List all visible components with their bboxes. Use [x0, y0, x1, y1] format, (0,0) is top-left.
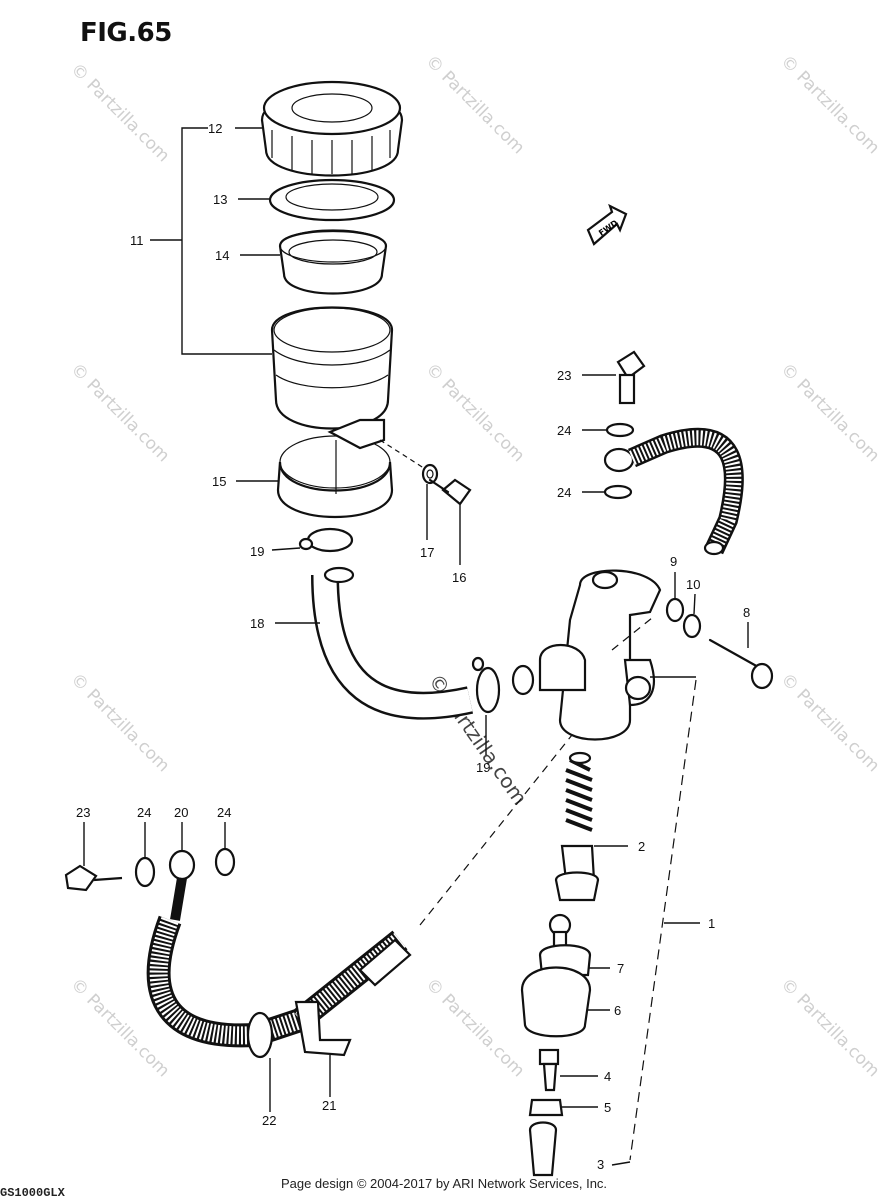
- callout-19: 19: [250, 544, 264, 559]
- callout-20: 20: [174, 805, 188, 820]
- callout-11: 11: [130, 233, 144, 248]
- callout-15: 15: [212, 474, 226, 489]
- watermark-text: © Partzilla.com: [66, 359, 173, 466]
- washer-17: [421, 463, 439, 485]
- model-code: GS1000GLX: [0, 1186, 65, 1200]
- callout-24: 24: [137, 805, 151, 820]
- gasket-upper-a: [605, 422, 635, 438]
- reservoir-hose: [311, 566, 474, 720]
- watermark-text: © Partzilla.com: [776, 974, 883, 1081]
- callout-5: 5: [604, 1100, 611, 1115]
- callout-22: 22: [262, 1113, 276, 1128]
- union-bolt-lower: [64, 864, 123, 892]
- front-arrow-icon: FWD: [586, 203, 628, 246]
- watermark-text: © Partzilla.com: [421, 974, 528, 1081]
- callout-2: 2: [638, 839, 645, 854]
- figure-title: FIG.65: [80, 18, 172, 48]
- callout-3: 3: [597, 1157, 604, 1172]
- brake-hose-lower: [146, 915, 412, 1059]
- watermark-text: © Partzilla.com: [776, 669, 883, 776]
- brake-hose-upper: [603, 428, 744, 556]
- callout-16: 16: [452, 570, 466, 585]
- callout-21: 21: [322, 1098, 336, 1113]
- gasket-lower-a: [134, 856, 156, 888]
- reservoir-body: [270, 306, 394, 430]
- clamp-21: [294, 1000, 352, 1057]
- callout-18: 18: [250, 616, 264, 631]
- watermark-layer: © Partzilla.com © Partzilla.com © Partzi…: [66, 51, 883, 1081]
- watermark-text: © Partzilla.com: [776, 51, 883, 158]
- bolt-8: [708, 638, 774, 690]
- piston-2: [554, 844, 600, 902]
- gasket-lower-b: [214, 847, 236, 877]
- copyright-footer: Page design © 2004-2017 by ARI Network S…: [280, 1176, 608, 1191]
- boot-6: [520, 966, 592, 1038]
- assembly-line: [419, 734, 573, 926]
- callout-24: 24: [557, 485, 571, 500]
- watermark-text: © Partzilla.com: [66, 59, 173, 166]
- nut-5: [528, 1098, 564, 1117]
- gasket-upper-b: [603, 484, 633, 500]
- callout-labels: 12 13 11 14 15 17 16 19 18 19 23 24 24 9…: [76, 121, 750, 1172]
- callout-19: 19: [476, 760, 490, 775]
- reservoir-holder: [276, 418, 431, 519]
- hose-clamp-upper: [298, 527, 354, 553]
- watermark-text: © Partzilla.com: [776, 359, 883, 466]
- leader-lines: [83, 127, 749, 1166]
- callout-24: 24: [557, 423, 571, 438]
- washer-9: [665, 597, 685, 623]
- callout-9: 9: [670, 554, 677, 569]
- callout-7: 7: [617, 961, 624, 976]
- clevis-3: [528, 1121, 558, 1177]
- watermark-text: © Partzilla.com: [421, 359, 528, 466]
- washer-10: [682, 613, 702, 639]
- callout-12: 12: [208, 121, 222, 136]
- watermark-text: © Partzilla.com: [421, 51, 528, 158]
- callout-6: 6: [614, 1003, 621, 1018]
- nut-4: [538, 1048, 560, 1092]
- reservoir-cap: [260, 80, 404, 177]
- callout-23: 23: [557, 368, 571, 383]
- callout-8: 8: [743, 605, 750, 620]
- banjo-20: [168, 849, 196, 921]
- callout-23: 23: [76, 805, 90, 820]
- assembly-line: [629, 679, 697, 1161]
- callout-14: 14: [215, 248, 229, 263]
- diaphragm: [278, 229, 388, 295]
- hose-clamp-lower: [471, 656, 501, 714]
- watermark-text: © Partzilla.com: [66, 669, 173, 776]
- callout-17: 17: [420, 545, 434, 560]
- callout-13: 13: [213, 192, 227, 207]
- union-bolt-upper: [616, 350, 646, 405]
- callout-4: 4: [604, 1069, 611, 1084]
- spring: [565, 751, 593, 832]
- bolt-16: [428, 478, 472, 506]
- callout-1: 1: [708, 916, 715, 931]
- callout-10: 10: [686, 577, 700, 592]
- master-cylinder-body: [511, 569, 662, 741]
- callout-24: 24: [217, 805, 231, 820]
- diaphragm-plate: [268, 178, 396, 222]
- assembly-line: [611, 617, 653, 651]
